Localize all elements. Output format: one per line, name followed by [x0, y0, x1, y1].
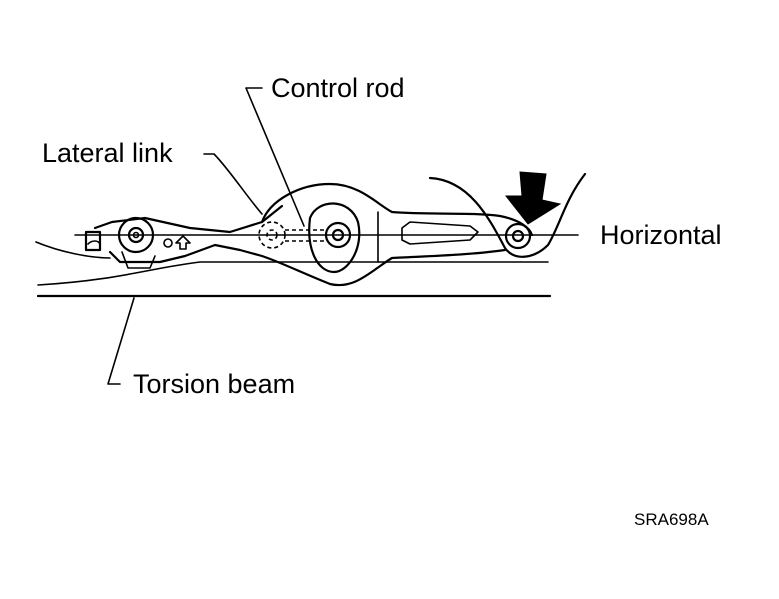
label-horizontal: Horizontal — [600, 220, 722, 250]
label-torsion-beam: Torsion beam — [133, 369, 296, 399]
torsion-beam — [35, 241, 552, 298]
label-control-rod: Control rod — [271, 73, 405, 103]
leader-lateral-link — [203, 153, 263, 215]
axle-housing — [260, 182, 534, 287]
control-rod-bushing — [258, 221, 325, 249]
label-lateral-link: Lateral link — [42, 138, 173, 168]
leader-torsion-beam — [107, 297, 135, 385]
lateral-link-body — [84, 204, 284, 269]
right-pivot — [428, 172, 587, 258]
figure-code: SRA698A — [634, 510, 709, 529]
down-arrow-icon — [504, 171, 562, 225]
leader-control-rod — [245, 87, 305, 227]
